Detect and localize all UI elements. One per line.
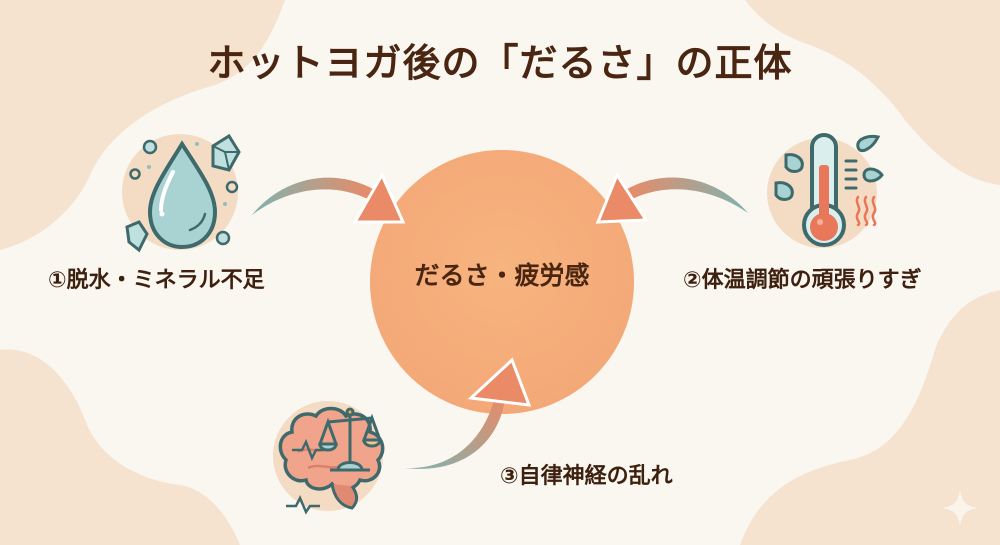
cause-1-icon-group xyxy=(105,122,255,262)
heat-waves-icon xyxy=(855,195,877,227)
sparkle-icon xyxy=(942,490,978,526)
crystal-icon xyxy=(125,220,149,253)
sweat-drop-icon xyxy=(774,135,884,201)
brain-balance-icon xyxy=(273,401,385,515)
cause-3-label: ③自律神経の乱れ xyxy=(500,464,673,489)
water-drop-icon xyxy=(122,133,241,253)
cause-2-label: ②体温調節の頑張りすぎ xyxy=(683,268,922,293)
page-title: ホットヨガ後の「だるさ」の正体 xyxy=(207,41,793,85)
center-label: だるさ・疲労感 xyxy=(414,261,590,290)
cause-2-icon-group xyxy=(760,125,890,255)
thermometer-icon xyxy=(767,133,884,248)
cause-1-label: ①脱水・ミネラル不足 xyxy=(48,268,265,293)
cause-3-icon-group xyxy=(268,388,408,518)
crystal-icon xyxy=(211,133,241,172)
balance-scale-icon xyxy=(317,407,383,472)
